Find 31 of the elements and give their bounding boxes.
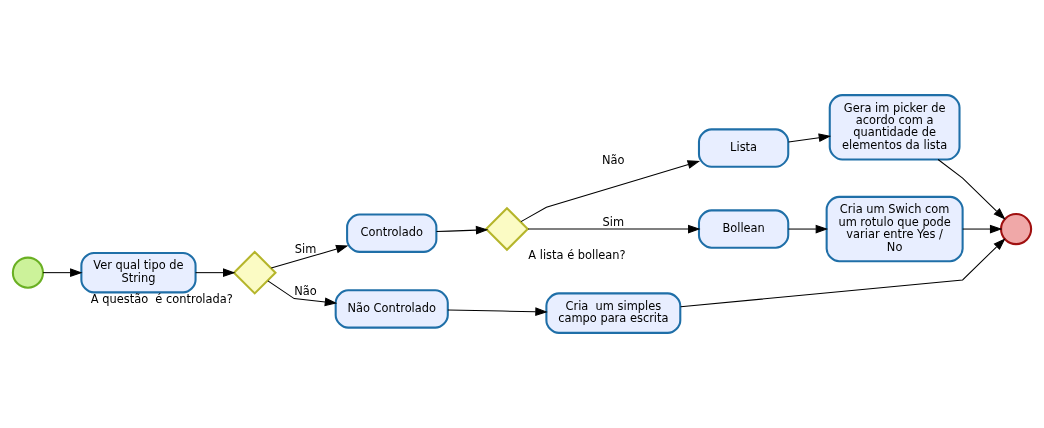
node-diamond (484, 206, 530, 252)
arrow (42, 268, 83, 277)
arrow (436, 225, 489, 235)
node-box: Cria um Swich com um rotulo que pode variar entre Yes / No (825, 195, 964, 263)
arrow (962, 224, 1003, 234)
edge-label: Não (294, 284, 317, 299)
arrow (527, 224, 701, 234)
node-circle (1000, 212, 1033, 246)
node-circle (11, 256, 44, 289)
arrow (520, 160, 701, 223)
arrow (195, 268, 236, 277)
node-box: Lista (697, 128, 790, 168)
arrow (267, 280, 338, 307)
arrow (937, 159, 1006, 220)
node-box: Controlado (346, 213, 438, 253)
node-box: Não Controlado (334, 289, 449, 329)
node-diamond (232, 250, 277, 295)
node-label: A questão é controlada? (90, 291, 233, 306)
arrow (788, 133, 832, 143)
node-box: Cria um simples campo para escrita (545, 292, 682, 334)
node-box: Gera im picker de acordo com a quantidade de elementos da lista (828, 94, 961, 161)
arrow (680, 238, 1006, 308)
node-box: Bollean (697, 209, 790, 249)
arrow (447, 307, 548, 317)
node-label: A lista é bollean? (528, 247, 626, 262)
edge-label: Não (602, 153, 625, 168)
arrow (788, 224, 829, 234)
edge-label: Sim (602, 214, 625, 229)
node-box: Ver qual tipo de String (80, 251, 197, 294)
edge-label: Sim (294, 241, 317, 256)
arrow (270, 244, 349, 269)
